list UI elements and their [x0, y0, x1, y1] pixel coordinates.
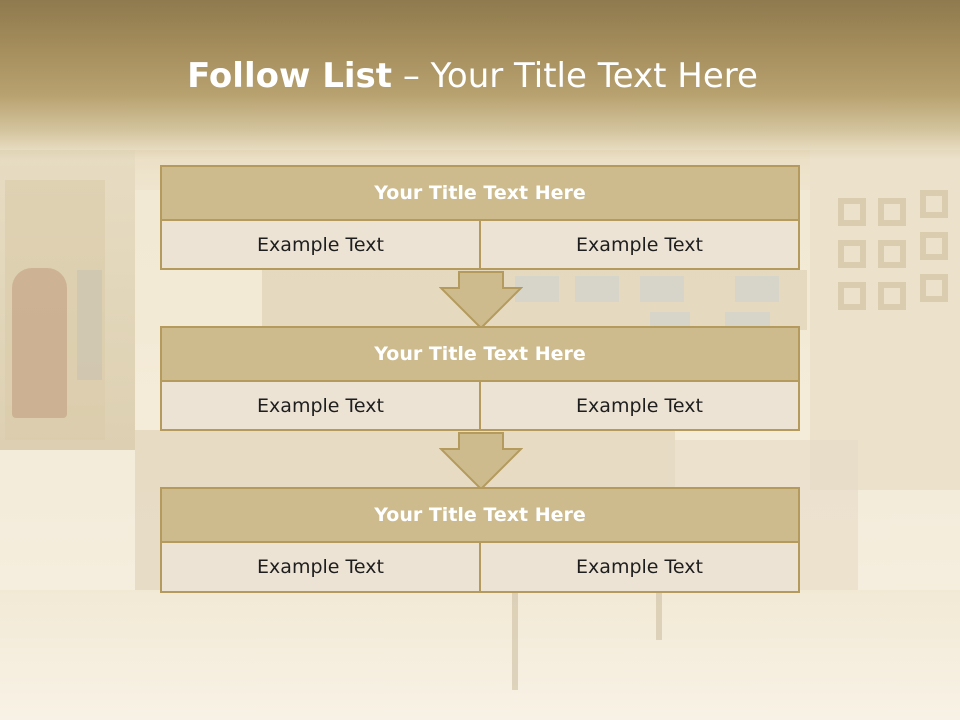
background-wall-decoration [878, 198, 906, 226]
background-wall-decoration [838, 282, 866, 310]
block-cell-left: Example Text [160, 382, 481, 431]
block-row: Example Text Example Text [160, 543, 800, 593]
background-mannequin [12, 268, 67, 418]
down-arrow-icon [439, 432, 523, 490]
block-title: Your Title Text Here [160, 487, 800, 543]
list-block: Your Title Text Here Example Text Exampl… [160, 165, 800, 270]
background-wall-decoration [838, 198, 866, 226]
background-table-leg [656, 590, 662, 640]
block-title: Your Title Text Here [160, 165, 800, 221]
background-window [77, 270, 102, 380]
block-title: Your Title Text Here [160, 326, 800, 382]
background-floor [0, 590, 960, 720]
background-wall-decoration [878, 282, 906, 310]
block-cell-left: Example Text [160, 543, 481, 593]
background-wall-decoration [878, 240, 906, 268]
background-wall-decoration [920, 274, 948, 302]
background-niche [515, 276, 559, 302]
background-niche [640, 276, 684, 302]
list-block: Your Title Text Here Example Text Exampl… [160, 487, 800, 593]
block-cell-left: Example Text [160, 221, 481, 270]
background-wall-decoration [920, 232, 948, 260]
header-band [0, 0, 960, 160]
background-right-wall [810, 150, 960, 490]
background-wall-decoration [838, 240, 866, 268]
title-bold-part: Follow List [187, 56, 393, 96]
block-cell-right: Example Text [481, 221, 800, 270]
block-row: Example Text Example Text [160, 382, 800, 431]
background-niche [735, 276, 779, 302]
block-cell-right: Example Text [481, 543, 800, 593]
list-block: Your Title Text Here Example Text Exampl… [160, 326, 800, 431]
background-wall-decoration [920, 190, 948, 218]
background-niche [650, 312, 690, 326]
background-niche [725, 312, 770, 326]
title-separator: – [402, 56, 420, 96]
background-table-leg [512, 590, 518, 690]
slide-title: Follow List – Your Title Text Here [0, 52, 945, 100]
title-subtitle-part: Your Title Text Here [430, 56, 758, 96]
down-arrow-icon [439, 271, 523, 329]
background-niche [575, 276, 619, 302]
block-cell-right: Example Text [481, 382, 800, 431]
block-row: Example Text Example Text [160, 221, 800, 270]
